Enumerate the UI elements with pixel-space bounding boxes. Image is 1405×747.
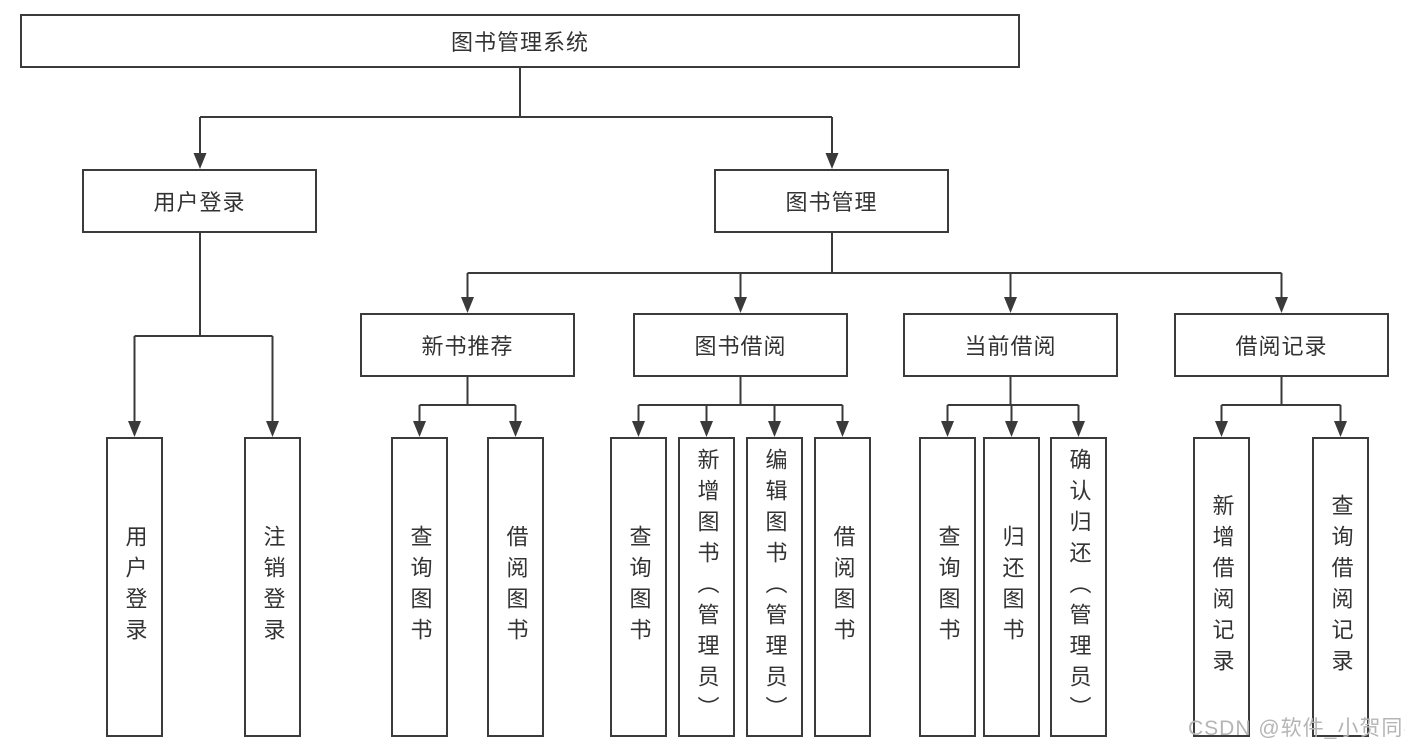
node-label: 查询借阅记录: [1328, 494, 1354, 680]
arrow-down-icon: [632, 421, 645, 437]
arrow-down-icon: [1334, 421, 1347, 437]
node-label: 借阅记录: [1235, 334, 1328, 359]
node-label: 注销登录: [260, 525, 286, 649]
watermark-text: CSDN @软件_小贺同学: [1188, 717, 1405, 740]
node-borrow-records: 借阅记录: [1174, 313, 1389, 377]
arrow-down-icon: [461, 297, 474, 313]
node-label: 确认归还（管理员）: [1066, 447, 1092, 727]
connector-edges: [133, 68, 1342, 422]
arrow-down-icon: [1275, 297, 1288, 313]
arrow-down-icon: [768, 421, 781, 437]
node-label: 图书管理: [785, 190, 878, 215]
edge-newbook-to-leaves: [418, 377, 517, 422]
leaf-add-borrow-record: 新增借阅记录: [1193, 437, 1250, 737]
node-label: 查询图书: [407, 525, 433, 649]
arrow-down-icon: [700, 421, 713, 437]
arrow-down-icon: [1215, 421, 1228, 437]
node-label: 图书借阅: [694, 334, 787, 359]
node-library-management-system: 图书管理系统: [20, 14, 1020, 68]
node-new-book-recommend: 新书推荐: [360, 313, 575, 377]
node-label: 借阅图书: [830, 525, 856, 649]
leaf-borrow-books: 借阅图书: [814, 437, 871, 737]
node-book-management: 图书管理: [714, 169, 949, 233]
leaf-query-books-recommend: 查询图书: [391, 437, 448, 737]
edge-bookborrow-to-leaves: [637, 377, 844, 422]
node-label: 查询图书: [935, 525, 961, 649]
node-label: 查询图书: [626, 525, 652, 649]
arrow-down-icon: [266, 421, 279, 437]
leaf-query-books-current: 查询图书: [919, 437, 976, 737]
arrow-down-icon: [836, 421, 849, 437]
leaf-add-book-admin: 新增图书（管理员）: [678, 437, 735, 737]
arrowhead-icons: [128, 153, 1347, 437]
arrow-down-icon: [941, 421, 954, 437]
node-label: 新增图书（管理员）: [694, 447, 720, 727]
node-label: 用户登录: [153, 190, 246, 215]
edge-userlogin-to-leaves: [133, 233, 274, 422]
edge-borrowrecord-to-leaves: [1220, 377, 1342, 422]
node-label: 借阅图书: [503, 525, 529, 649]
arrow-down-icon: [825, 153, 839, 169]
node-label: 新增借阅记录: [1209, 494, 1235, 680]
node-label: 新书推荐: [421, 334, 514, 359]
edge-root-to-level2: [199, 68, 833, 154]
arrow-down-icon: [1005, 421, 1018, 437]
leaf-logout: 注销登录: [244, 437, 301, 737]
leaf-query-books-borrow: 查询图书: [610, 437, 667, 737]
arrow-down-icon: [1072, 421, 1085, 437]
arrow-down-icon: [128, 421, 141, 437]
node-label: 当前借阅: [964, 334, 1057, 359]
node-book-borrow: 图书借阅: [633, 313, 848, 377]
leaf-return-book: 归还图书: [983, 437, 1040, 737]
edge-currentborrow-to-leaves: [946, 377, 1080, 422]
leaf-confirm-return-admin: 确认归还（管理员）: [1050, 437, 1107, 737]
node-label: 图书管理系统: [450, 30, 589, 55]
arrow-down-icon: [734, 297, 747, 313]
leaf-edit-book-admin: 编辑图书（管理员）: [746, 437, 803, 737]
node-label: 用户登录: [122, 525, 148, 649]
node-user-login: 用户登录: [82, 169, 317, 233]
leaf-user-login: 用户登录: [106, 437, 163, 737]
leaf-query-borrow-record: 查询借阅记录: [1312, 437, 1369, 737]
node-label: 编辑图书（管理员）: [762, 447, 788, 727]
arrow-down-icon: [509, 421, 522, 437]
arrow-down-icon: [1004, 297, 1017, 313]
node-label: 归还图书: [999, 525, 1025, 649]
arrow-down-icon: [413, 421, 426, 437]
arrow-down-icon: [193, 153, 207, 169]
leaf-borrow-books-recommend: 借阅图书: [487, 437, 544, 737]
node-current-borrow: 当前借阅: [903, 313, 1118, 377]
edge-bookmgmt-to-level3: [466, 233, 1283, 298]
